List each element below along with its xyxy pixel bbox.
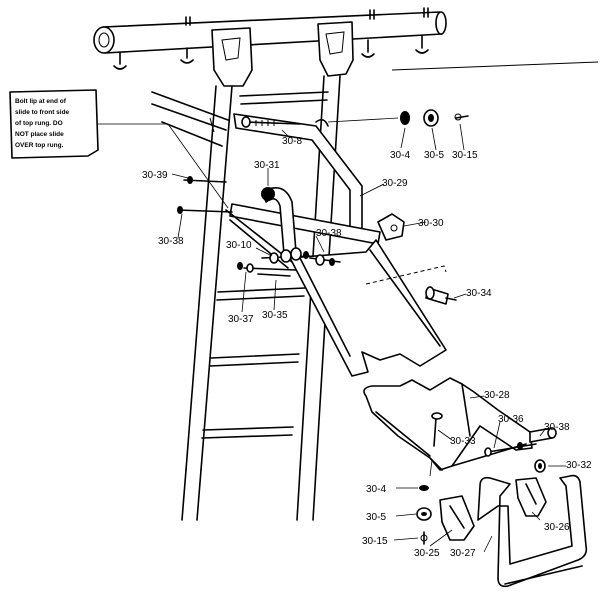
label-30-28: 30-28 xyxy=(484,390,510,401)
label-30-35: 30-35 xyxy=(262,310,288,321)
label-30-27: 30-27 xyxy=(450,548,476,559)
label-30-33: 30-33 xyxy=(450,436,476,447)
ladder-upright-left xyxy=(181,85,233,521)
label-30-32: 30-32 xyxy=(566,460,592,471)
label-30-5-top: 30-5 xyxy=(424,150,444,161)
label-30-39: 30-39 xyxy=(142,170,168,181)
clamp-30-30 xyxy=(377,213,405,241)
label-30-38-top: 30-38 xyxy=(316,228,342,239)
hardware-top-right xyxy=(327,109,469,127)
ladder-rungs xyxy=(201,91,329,439)
note-line-4: NOT place slide xyxy=(15,131,64,138)
installation-note: Bolt lip at end of slide to front side o… xyxy=(9,89,229,209)
part-labels: 30-8 30-4 30-5 30-15 30-39 30-31 30-29 3… xyxy=(142,136,592,559)
bolt-30-33 xyxy=(431,412,443,447)
note-line-2: slide to front side xyxy=(15,109,70,116)
top-rail xyxy=(93,7,447,70)
label-30-15-top: 30-15 xyxy=(452,150,478,161)
label-30-29: 30-29 xyxy=(382,178,408,189)
bolt-30-8 xyxy=(241,116,301,128)
label-30-37: 30-37 xyxy=(228,314,254,325)
note-line-5: OVER top rung. xyxy=(15,142,64,149)
label-30-36: 30-36 xyxy=(498,414,524,425)
hand-loop-30-27 xyxy=(477,474,588,588)
label-30-38-right: 30-38 xyxy=(544,422,570,433)
label-30-8: 30-8 xyxy=(282,136,302,147)
rail-tee-right xyxy=(317,21,354,77)
label-30-15-bottom: 30-15 xyxy=(362,536,388,547)
clamp-30-25 xyxy=(439,495,475,541)
bolt-30-34 xyxy=(425,286,457,305)
label-30-31: 30-31 xyxy=(254,160,280,171)
label-30-25: 30-25 xyxy=(414,548,440,559)
label-30-26: 30-26 xyxy=(544,522,570,533)
hidden-edge-line xyxy=(365,265,447,285)
reference-line xyxy=(391,61,599,71)
slide-rail-background xyxy=(151,91,229,147)
clamp-30-26 xyxy=(515,477,547,517)
note-line-3: of top rung. DO xyxy=(15,120,63,127)
bolt-30-39 xyxy=(183,176,227,184)
hardware-lower-left xyxy=(416,459,433,545)
label-30-34: 30-34 xyxy=(466,288,492,299)
label-leaders xyxy=(171,123,566,553)
rail-tee-left xyxy=(211,27,253,87)
label-30-5-bottom: 30-5 xyxy=(366,512,386,523)
label-30-30: 30-30 xyxy=(418,218,444,229)
label-30-10: 30-10 xyxy=(226,240,252,251)
note-line-1: Bolt lip at end of xyxy=(15,98,67,105)
label-30-4-bottom: 30-4 xyxy=(366,484,386,495)
bolt-30-38-left xyxy=(177,206,233,214)
label-30-38-left: 30-38 xyxy=(158,236,184,247)
hardware-middle-cluster xyxy=(237,247,341,277)
label-30-4-top: 30-4 xyxy=(390,150,410,161)
